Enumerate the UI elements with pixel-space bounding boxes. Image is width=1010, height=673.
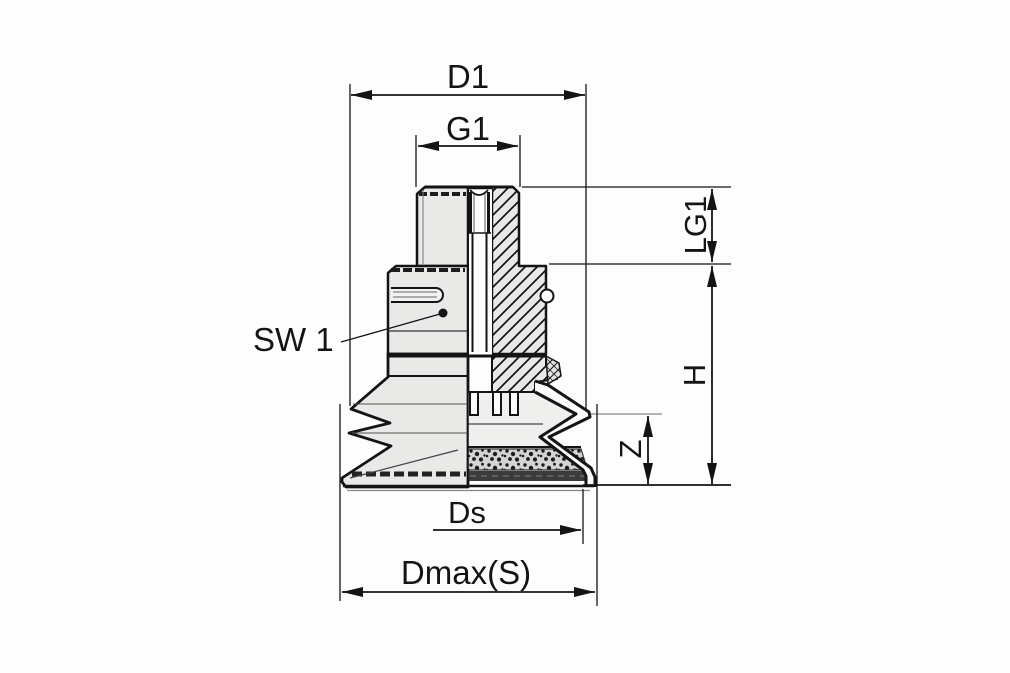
hex-notch [539, 288, 555, 304]
dim-label-g1: G1 [446, 110, 490, 147]
dim-label-h: H [677, 364, 712, 386]
dimension-h [707, 266, 717, 484]
leader-dot [438, 308, 448, 318]
internal-rib [492, 391, 502, 416]
lip-slope-line [349, 449, 459, 479]
dimension-d1 [351, 90, 585, 100]
leader-sw1 [340, 308, 448, 343]
arrowhead [560, 525, 581, 535]
bellows-wall-inner [534, 390, 588, 487]
bore-section [468, 186, 492, 355]
arrowhead [564, 90, 585, 100]
dim-label-ds: Ds [448, 495, 486, 530]
fitting-external-body [415, 185, 470, 268]
hex-body-external [386, 264, 470, 356]
internal-rib [469, 391, 479, 416]
internal-rib [509, 391, 519, 416]
arrowhead [342, 587, 363, 597]
dimension-g1 [418, 141, 518, 151]
dimension-dmax [342, 587, 595, 597]
dimension-ds [433, 525, 581, 535]
extension-lines [339, 84, 731, 606]
bellows-wall-section [534, 379, 597, 487]
bore-countersink [469, 189, 489, 196]
arrowhead [707, 463, 717, 484]
dimension-z [643, 416, 653, 484]
arrowhead [497, 141, 518, 151]
bellows-wall-outer [534, 379, 597, 487]
dim-label-d1: D1 [447, 58, 489, 95]
dimension-lines [342, 90, 717, 597]
arrowhead [643, 463, 653, 484]
rubber-clamp-section [545, 355, 562, 385]
arrowhead [351, 90, 372, 100]
part-section-view [490, 185, 562, 393]
arrowhead [574, 587, 595, 597]
dim-label-z: Z [613, 440, 648, 459]
leader-line [340, 313, 441, 343]
dim-label-dmax: Dmax(S) [401, 554, 531, 591]
dim-label-sw1: SW 1 [253, 321, 334, 358]
arrowhead [707, 241, 717, 262]
dimension-lg1 [707, 189, 717, 262]
arrowhead [707, 189, 717, 210]
arrowhead [643, 416, 653, 437]
arrowhead [707, 266, 717, 287]
dim-label-lg1: LG1 [678, 196, 713, 255]
part-detail-lines [343, 185, 594, 492]
arrowhead [418, 141, 439, 151]
hex-wrench-slot [391, 287, 444, 303]
